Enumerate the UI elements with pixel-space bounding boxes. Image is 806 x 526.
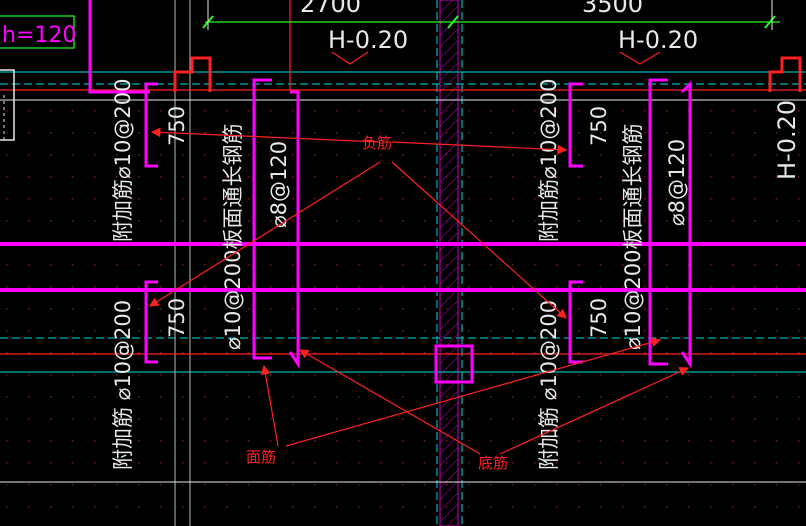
bottom-column-box (434, 344, 474, 384)
right-bottom-label: ⌀8@120 (665, 139, 689, 226)
annotation-bottom-rebar: 底筋 (478, 454, 508, 472)
column-caps (173, 56, 802, 92)
right-lower-len-label: 750 (587, 298, 611, 338)
leader-arrows (148, 127, 690, 455)
elevation-left: H-0.20 (328, 26, 408, 54)
left-top-long-label: ⌀10@200板面通长钢筋 (221, 124, 245, 350)
elevation-right: H-0.20 (773, 100, 801, 180)
elevation-marks (331, 51, 661, 65)
slab-thickness-label: h=120 (2, 23, 76, 48)
right-upper-len-label: 750 (587, 106, 611, 146)
red-lines (0, 0, 806, 355)
white-lines (0, 99, 806, 483)
right-rebar (568, 78, 692, 369)
magenta-frame-topleft (88, 0, 150, 94)
left-upper-extra-label: 附加筋⌀10@200 (111, 79, 135, 242)
left-upper-len-label: 750 (165, 106, 189, 146)
annotation-negative-rebar: 负筋 (362, 134, 392, 152)
dimension-right: 3500 (582, 0, 643, 18)
magenta-beams (0, 242, 806, 292)
left-lower-len-label: 750 (165, 298, 189, 338)
dimension-line (202, 0, 780, 30)
right-upper-extra-label: 附加筋⌀10@200 (537, 79, 561, 242)
left-edge-box (0, 69, 15, 141)
elevation-mid: H-0.20 (618, 26, 698, 54)
column-hatch (439, 0, 459, 526)
left-rebar (144, 78, 300, 369)
dot-texture (6, 110, 800, 508)
annotation-top-rebar: 面筋 (246, 448, 276, 466)
right-lower-extra-label: 附加筋 ⌀10@200 (537, 300, 561, 470)
left-bottom-label: ⌀8@120 (267, 141, 291, 228)
left-lower-extra-label: 附加筋 ⌀10@200 (111, 300, 135, 470)
right-top-long-label: ⌀10@200板面通长钢筋 (621, 124, 645, 350)
dimension-left: 2700 (300, 0, 361, 18)
slab-thickness-box (0, 15, 75, 49)
